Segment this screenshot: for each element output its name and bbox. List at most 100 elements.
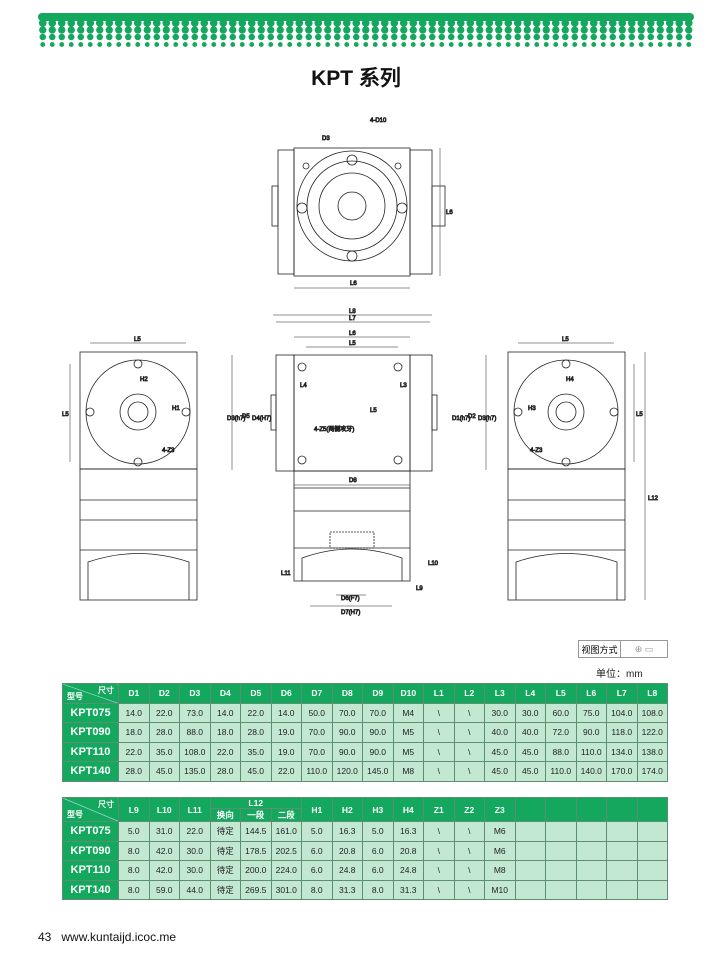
svg-text:D7(H7): D7(H7) [341, 610, 360, 616]
value-cell: 待定 [209, 821, 241, 842]
value-cell: 16.3 [331, 821, 363, 842]
model-cell: KPT075 [62, 702, 119, 723]
value-cell: \ [423, 761, 455, 782]
value-cell: \ [453, 702, 485, 723]
value-cell: 88.0 [179, 722, 211, 743]
svg-text:L7: L7 [349, 316, 356, 322]
footer: 43 www.kuntaijd.icoc.me [38, 930, 176, 944]
value-cell: 24.8 [392, 860, 424, 881]
value-cell: 70.0 [301, 722, 333, 743]
value-cell: 31.3 [392, 879, 424, 900]
l12-subheader: 一段 [240, 808, 272, 822]
value-cell: \ [423, 840, 455, 861]
svg-text:L5: L5 [636, 412, 643, 418]
value-cell: 20.8 [392, 840, 424, 861]
value-cell: 42.0 [148, 840, 180, 861]
value-cell: 60.0 [545, 702, 577, 723]
value-cell: 70.0 [301, 741, 333, 762]
value-cell: 28.0 [118, 761, 150, 782]
svg-text:L10: L10 [428, 561, 439, 567]
value-cell: 170.0 [606, 761, 638, 782]
value-cell: 90.0 [575, 722, 607, 743]
value-cell: 120.0 [331, 761, 363, 782]
svg-text:H2: H2 [140, 377, 148, 383]
svg-text:H3: H3 [528, 406, 536, 412]
column-header: Z3 [484, 797, 516, 822]
column-header: Z2 [453, 797, 485, 822]
column-header: L10 [148, 797, 180, 822]
empty-cell [514, 840, 546, 861]
value-cell: 45.0 [240, 761, 272, 782]
empty-cell [514, 879, 546, 900]
value-cell: 108.0 [636, 702, 668, 723]
value-cell: \ [423, 860, 455, 881]
value-cell: 30.0 [484, 702, 516, 723]
empty-cell [545, 879, 577, 900]
value-cell: 18.0 [209, 722, 241, 743]
empty-cell [545, 860, 577, 881]
value-cell: 8.0 [118, 840, 150, 861]
value-cell: 18.0 [118, 722, 150, 743]
column-header: L11 [179, 797, 211, 822]
view-method-label: 视图方式 [579, 641, 621, 657]
empty-header [575, 797, 607, 822]
column-header: H3 [362, 797, 394, 822]
value-cell: 144.5 [240, 821, 272, 842]
value-cell: M8 [484, 860, 516, 881]
value-cell: 174.0 [636, 761, 668, 782]
value-cell: 90.0 [331, 741, 363, 762]
svg-text:L4: L4 [300, 383, 307, 389]
svg-text:H1: H1 [172, 406, 180, 412]
projection-symbol-icon: ⊕ ▭ [634, 643, 654, 654]
svg-text:L5: L5 [562, 337, 569, 343]
svg-text:D2: D2 [468, 414, 476, 420]
column-header: L8 [636, 683, 668, 704]
column-header: L2 [453, 683, 485, 704]
column-header: Z1 [423, 797, 455, 822]
svg-text:D3(h7): D3(h7) [227, 416, 245, 422]
svg-text:H4: H4 [566, 377, 574, 383]
value-cell: 14.0 [270, 702, 302, 723]
value-cell: 44.0 [179, 879, 211, 900]
column-header: D4 [209, 683, 241, 704]
l12-subheader: 二段 [270, 808, 302, 822]
model-cell: KPT110 [62, 860, 119, 881]
empty-cell [636, 860, 668, 881]
svg-text:4-Z3: 4-Z3 [162, 448, 175, 454]
value-cell: 待定 [209, 860, 241, 881]
value-cell: 31.0 [148, 821, 180, 842]
value-cell: 59.0 [148, 879, 180, 900]
value-cell: 5.0 [118, 821, 150, 842]
value-cell: M4 [392, 702, 424, 723]
value-cell: 30.0 [179, 860, 211, 881]
value-cell: 145.0 [362, 761, 394, 782]
svg-text:L5: L5 [370, 408, 377, 414]
value-cell: 22.0 [270, 761, 302, 782]
svg-text:L12: L12 [648, 496, 659, 502]
value-cell: \ [453, 821, 485, 842]
value-cell: 24.8 [331, 860, 363, 881]
empty-header [545, 797, 577, 822]
empty-cell [606, 821, 638, 842]
empty-cell [575, 821, 607, 842]
column-header: H2 [331, 797, 363, 822]
column-header: D10 [392, 683, 424, 704]
svg-text:L9: L9 [416, 586, 423, 592]
empty-cell [606, 879, 638, 900]
svg-text:4-Z5(两侧攻牙): 4-Z5(两侧攻牙) [314, 425, 354, 433]
column-header: H4 [392, 797, 424, 822]
model-cell: KPT140 [62, 761, 119, 782]
value-cell: 6.0 [301, 840, 333, 861]
page-title: KPT 系列 [311, 67, 401, 90]
empty-cell [636, 821, 668, 842]
model-cell: KPT090 [62, 840, 119, 861]
column-header: L1 [423, 683, 455, 704]
